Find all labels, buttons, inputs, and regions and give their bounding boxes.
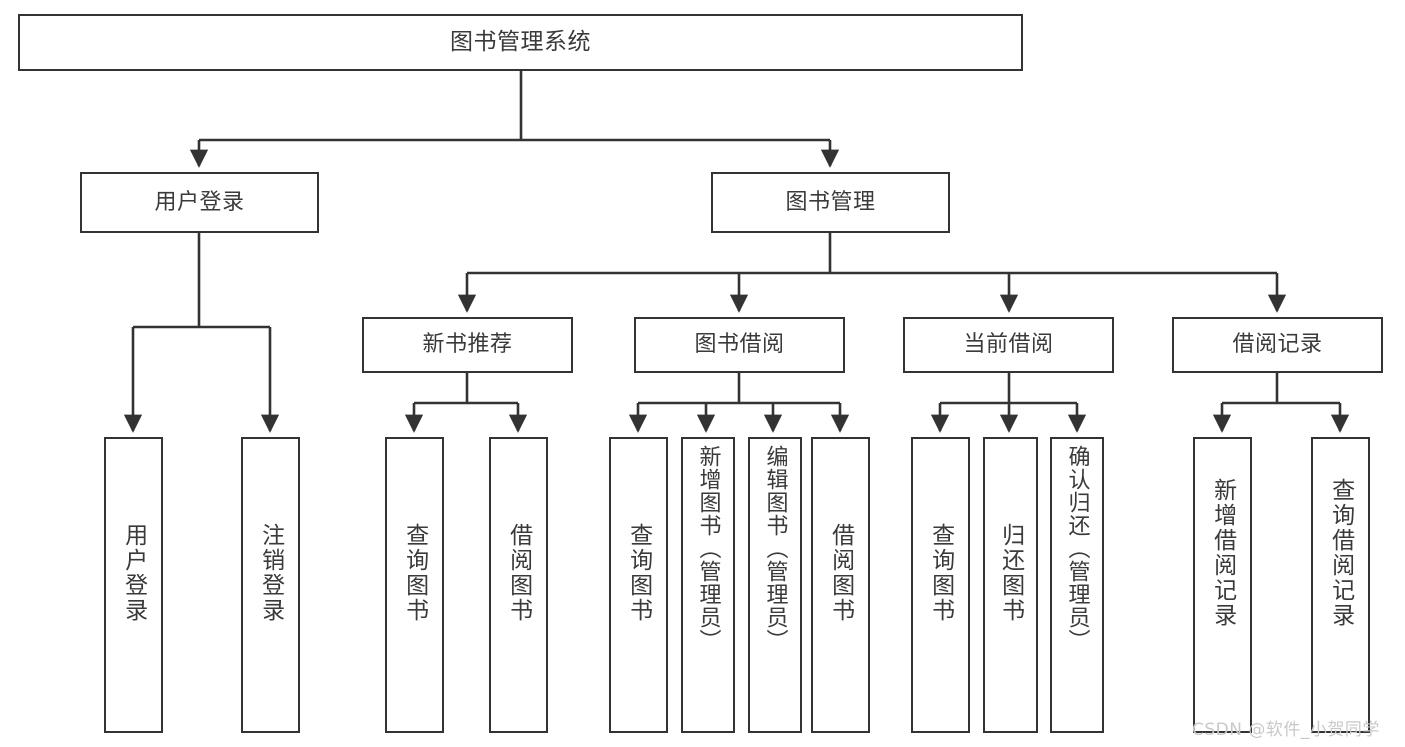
node-root[interactable]: 图书管理系统 — [18, 14, 1023, 71]
node-leaf-query-book-3[interactable]: 查询图书 — [911, 437, 970, 733]
csdn-watermark: CSDN @软件_小贺同学 — [1192, 720, 1380, 740]
node-leaf-user-logout[interactable]: 注销登录 — [241, 437, 300, 733]
node-leaf-add-record[interactable]: 新增借阅记录 — [1193, 437, 1252, 733]
node-leaf-query-book-1[interactable]: 查询图书 — [385, 437, 444, 733]
node-leaf-add-book-label: 新增图书（管理员） — [695, 445, 721, 652]
node-leaf-query-book-1-label: 查询图书 — [401, 523, 428, 623]
node-leaf-query-book-2[interactable]: 查询图书 — [609, 437, 668, 733]
node-leaf-borrow-book-2[interactable]: 借阅图书 — [811, 437, 870, 733]
node-leaf-user-login-label: 用户登录 — [120, 523, 147, 623]
node-leaf-return-book[interactable]: 归还图书 — [983, 437, 1038, 733]
node-leaf-query-record[interactable]: 查询借阅记录 — [1311, 437, 1370, 733]
node-current-borrow-label: 当前借阅 — [963, 332, 1054, 358]
node-leaf-query-book-3-label: 查询图书 — [927, 523, 954, 623]
node-leaf-add-book[interactable]: 新增图书（管理员） — [681, 437, 735, 733]
node-book-borrow[interactable]: 图书借阅 — [634, 317, 845, 373]
node-leaf-user-login[interactable]: 用户登录 — [104, 437, 163, 733]
node-leaf-borrow-book-1-label: 借阅图书 — [505, 523, 532, 623]
node-borrow-record-label: 借阅记录 — [1232, 332, 1323, 358]
node-root-label: 图书管理系统 — [450, 29, 591, 56]
node-leaf-borrow-book-2-label: 借阅图书 — [827, 523, 854, 623]
node-book-manage-label: 图书管理 — [785, 189, 876, 215]
node-new-book-recommend[interactable]: 新书推荐 — [362, 317, 573, 373]
node-book-borrow-label: 图书借阅 — [694, 332, 785, 358]
node-leaf-query-book-2-label: 查询图书 — [625, 523, 652, 623]
node-leaf-confirm-return-label: 确认归还（管理员） — [1064, 445, 1090, 652]
node-leaf-return-book-label: 归还图书 — [997, 523, 1024, 623]
node-leaf-confirm-return[interactable]: 确认归还（管理员） — [1050, 437, 1104, 733]
node-user-login[interactable]: 用户登录 — [80, 172, 319, 233]
node-user-login-label: 用户登录 — [154, 189, 245, 215]
node-current-borrow[interactable]: 当前借阅 — [903, 317, 1114, 373]
node-borrow-record[interactable]: 借阅记录 — [1172, 317, 1383, 373]
node-leaf-user-logout-label: 注销登录 — [257, 523, 284, 623]
node-leaf-edit-book-label: 编辑图书（管理员） — [762, 445, 788, 652]
node-leaf-query-record-label: 查询借阅记录 — [1327, 478, 1354, 628]
node-leaf-add-record-label: 新增借阅记录 — [1209, 478, 1236, 628]
node-leaf-borrow-book-1[interactable]: 借阅图书 — [489, 437, 548, 733]
node-new-book-recommend-label: 新书推荐 — [422, 332, 513, 358]
node-book-manage[interactable]: 图书管理 — [711, 172, 950, 233]
node-leaf-edit-book[interactable]: 编辑图书（管理员） — [748, 437, 802, 733]
